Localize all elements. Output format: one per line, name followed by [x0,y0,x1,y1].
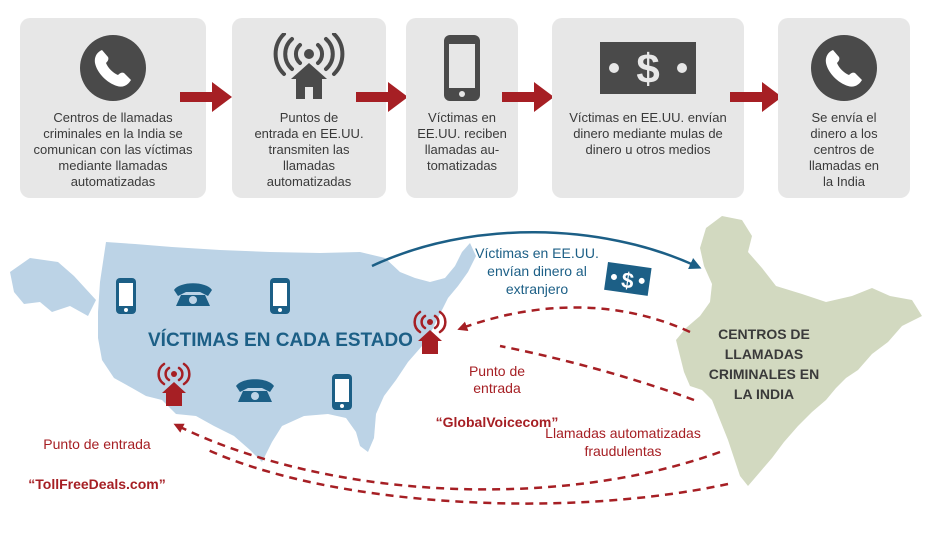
step-1-box: Centros de llamadas criminales en la Ind… [20,18,206,198]
step-4-box: $ Víctimas en EE.UU. envían dinero media… [552,18,744,198]
call-path-globalvoicecom-2 [499,344,695,402]
usa-victims-label: VÍCTIMAS EN CADA ESTADO [148,330,413,351]
flow-arrow-3 [502,82,554,112]
fraud-calls-label: Llamadas automatizadas fraudulentas [545,425,701,459]
money-flow-arrow [371,231,702,269]
entry-broadcast-house-icon-east [413,310,447,354]
small-dollar-bill-icon: $ [604,262,652,296]
phone-handset-icon [809,32,879,104]
entry-globalvoicecom-label: Punto de entrada “GlobalVoicecom” [432,346,562,431]
alaska-shape [10,258,96,316]
flow-arrow-2 [356,82,408,112]
entry-globalvoicecom-prefix: Punto de entrada [468,363,526,396]
broadcast-house-icon [271,32,347,104]
mobile-phone-icon [442,32,482,104]
step-5-box: Se envía el dinero a los centros de llam… [778,18,910,198]
india-call-centers-label: CENTROS DE LLAMADAS CRIMINALES EN LA IND… [708,326,820,402]
call-path-globalvoicecom [457,306,691,334]
step-3-box: Víctimas en EE.UU. reciben llamadas au- … [406,18,518,198]
step-2-text: Puntos de entrada en EE.UU. transmiten l… [254,110,364,189]
step-3-text: Víctimas en EE.UU. reciben llamadas au- … [417,110,507,173]
step-4-text: Víctimas en EE.UU. envían dinero mediant… [569,110,727,157]
entry-tollfreedeals-name: “TollFreeDeals.com” [28,476,166,492]
call-path-tollfreedeals [173,423,721,491]
svg-text:$: $ [636,45,659,92]
map-mobile-icon-3 [332,374,352,410]
flow-arrow-4 [730,82,782,112]
map-telephone-icon-1 [174,283,212,306]
step-1-text: Centros de llamadas criminales en la Ind… [33,110,193,189]
entry-tollfreedeals-label: Punto de entrada “TollFreeDeals.com” [22,414,172,494]
entry-globalvoicecom-name: “GlobalVoicecom” [435,414,559,430]
svg-text:$: $ [620,267,636,293]
map-mobile-icon-1 [116,278,136,314]
flow-arrow-1 [180,82,232,112]
entry-tollfreedeals-prefix: Punto de entrada [43,436,151,452]
money-abroad-label: Víctimas en EE.UU. envían dinero al extr… [475,245,599,297]
entry-broadcast-house-icon-west [157,362,191,406]
map-mobile-icon-2 [270,278,290,314]
step-2-box: Puntos de entrada en EE.UU. transmiten l… [232,18,386,198]
call-path-tollfreedeals-2 [207,448,729,505]
step-5-text: Se envía el dinero a los centros de llam… [808,110,880,189]
phone-handset-icon [78,32,148,104]
map-telephone-icon-2 [236,379,274,402]
india-map-shape [676,216,922,486]
dollar-bill-icon: $ [598,32,698,104]
